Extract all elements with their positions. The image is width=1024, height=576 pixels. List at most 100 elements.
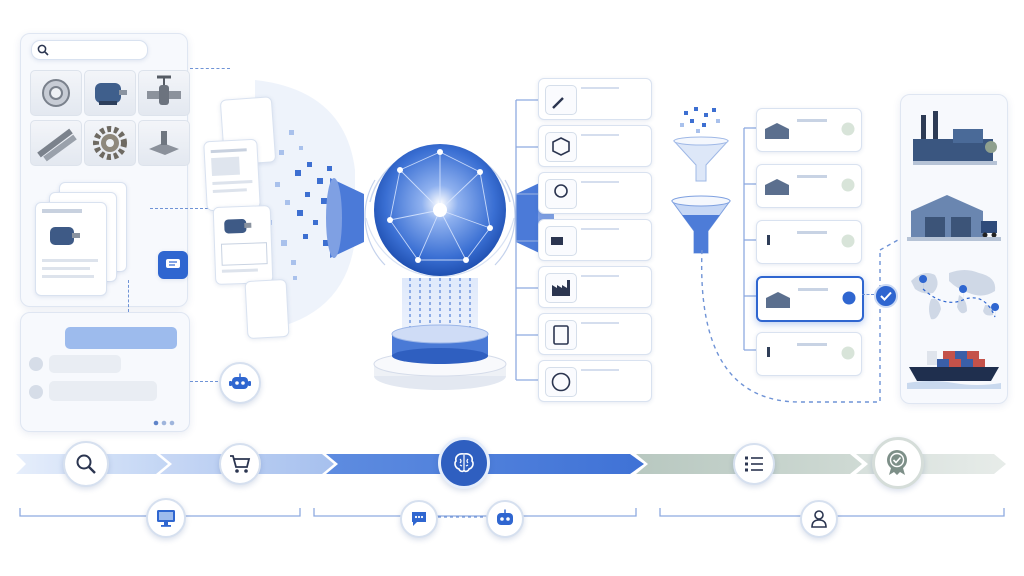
chat-icon[interactable] [400,500,438,538]
search-icon [37,44,49,56]
category-card[interactable] [538,266,652,308]
timeline-step-search[interactable] [63,441,109,487]
thumbnail-bearing[interactable] [30,70,82,116]
category-icon-box [545,85,577,115]
globe-icon [551,372,571,392]
chat-message-outgoing [65,327,177,349]
timeline-step-award[interactable] [872,437,924,489]
thumbnail-electric-motor[interactable] [84,70,136,116]
warehouse-icon [765,123,789,139]
category-card[interactable] [538,78,652,120]
robot-icon[interactable] [486,500,524,538]
robot-icon[interactable] [219,362,261,404]
attribute-rows [581,181,619,183]
selected-check-icon [874,284,898,308]
warehouse-icon [766,292,790,308]
factory-building-icon [767,235,770,245]
category-icon-box [545,179,577,209]
connector-line [128,280,129,312]
chat-message-incoming [49,381,157,401]
attribute-rows [581,322,619,324]
award-icon [887,450,907,475]
supplier-card[interactable] [756,164,862,208]
attribute-rows [581,369,619,371]
category-icon-box [545,226,577,256]
supplier-details [797,175,827,178]
verified-check-icon [841,346,855,360]
verified-check-icon [842,291,856,305]
user-icon[interactable] [800,500,838,538]
verified-check-icon [841,122,855,136]
supplier-card-selected[interactable] [756,276,864,322]
hammer-wrench-icon [552,97,564,109]
connector-line [862,294,874,295]
brain-icon [454,453,474,473]
connector-line [190,68,230,69]
supplier-card[interactable] [756,220,862,264]
category-card[interactable] [538,219,652,261]
supplier-card[interactable] [756,108,862,152]
category-icon-box [545,132,577,162]
document-page [244,278,290,340]
user-avatar [29,385,43,399]
checklist-icon [745,456,763,472]
timeline-step-ai[interactable] [438,437,490,489]
filter-funnel [671,107,731,254]
factory-plant-image [913,111,997,165]
supplier-details [797,343,827,346]
user-avatar [29,357,43,371]
category-icon-box [545,367,577,397]
connector-line [190,381,218,382]
category-icon-box [545,273,577,303]
supplier-card[interactable] [756,332,862,376]
category-card[interactable] [538,172,652,214]
category-card[interactable] [538,125,652,167]
catalog-panel [20,33,190,307]
category-icon-box [545,320,577,350]
category-card[interactable] [538,313,652,355]
monitor-icon[interactable] [146,498,186,538]
supplier-list [740,100,870,380]
ai-core [326,144,554,390]
warehouse-icon [765,179,789,195]
attribute-rows [581,134,619,136]
motor-image [50,227,80,245]
timeline-step-cart[interactable] [219,443,261,485]
factory-icon [552,280,570,296]
connector-bracket [515,99,538,381]
spec-sheet-front[interactable] [35,202,107,296]
result-panel [900,94,1008,404]
process-timeline [16,454,1006,474]
attribute-rows [581,228,619,230]
chat-message-incoming [49,355,121,373]
attribute-rows [581,275,619,277]
thumbnail-valve[interactable] [138,70,190,116]
supplier-details [797,231,827,234]
connector-bracket [743,127,756,351]
cart-icon [230,455,251,473]
data-stream [255,80,355,332]
typing-indicator [153,411,177,426]
feedback-loop [700,239,899,403]
box-icon [552,137,570,156]
decorative-arc [364,179,516,266]
container-ship-image [907,351,1001,389]
search-input[interactable] [31,40,148,60]
verified-check-icon [841,178,855,192]
chat-icon[interactable] [158,251,188,279]
warehouse-with-trucks-image [907,195,1001,241]
timeline-step-checklist[interactable] [733,443,775,485]
verified-check-icon [841,234,855,248]
chat-panel [20,312,190,432]
document-page [212,205,274,285]
thumbnail-bracket[interactable] [138,120,190,166]
checklist-icon [553,325,569,345]
attribute-rows [581,87,619,89]
quality-badge-icon [554,184,568,198]
delivery-truck-icon [551,237,563,245]
connector-line [150,208,208,209]
world-map-route-image [911,270,1000,320]
category-card[interactable] [538,360,652,402]
thumbnail-steel-pipes[interactable] [30,120,82,166]
thumbnail-gear[interactable] [84,120,136,166]
